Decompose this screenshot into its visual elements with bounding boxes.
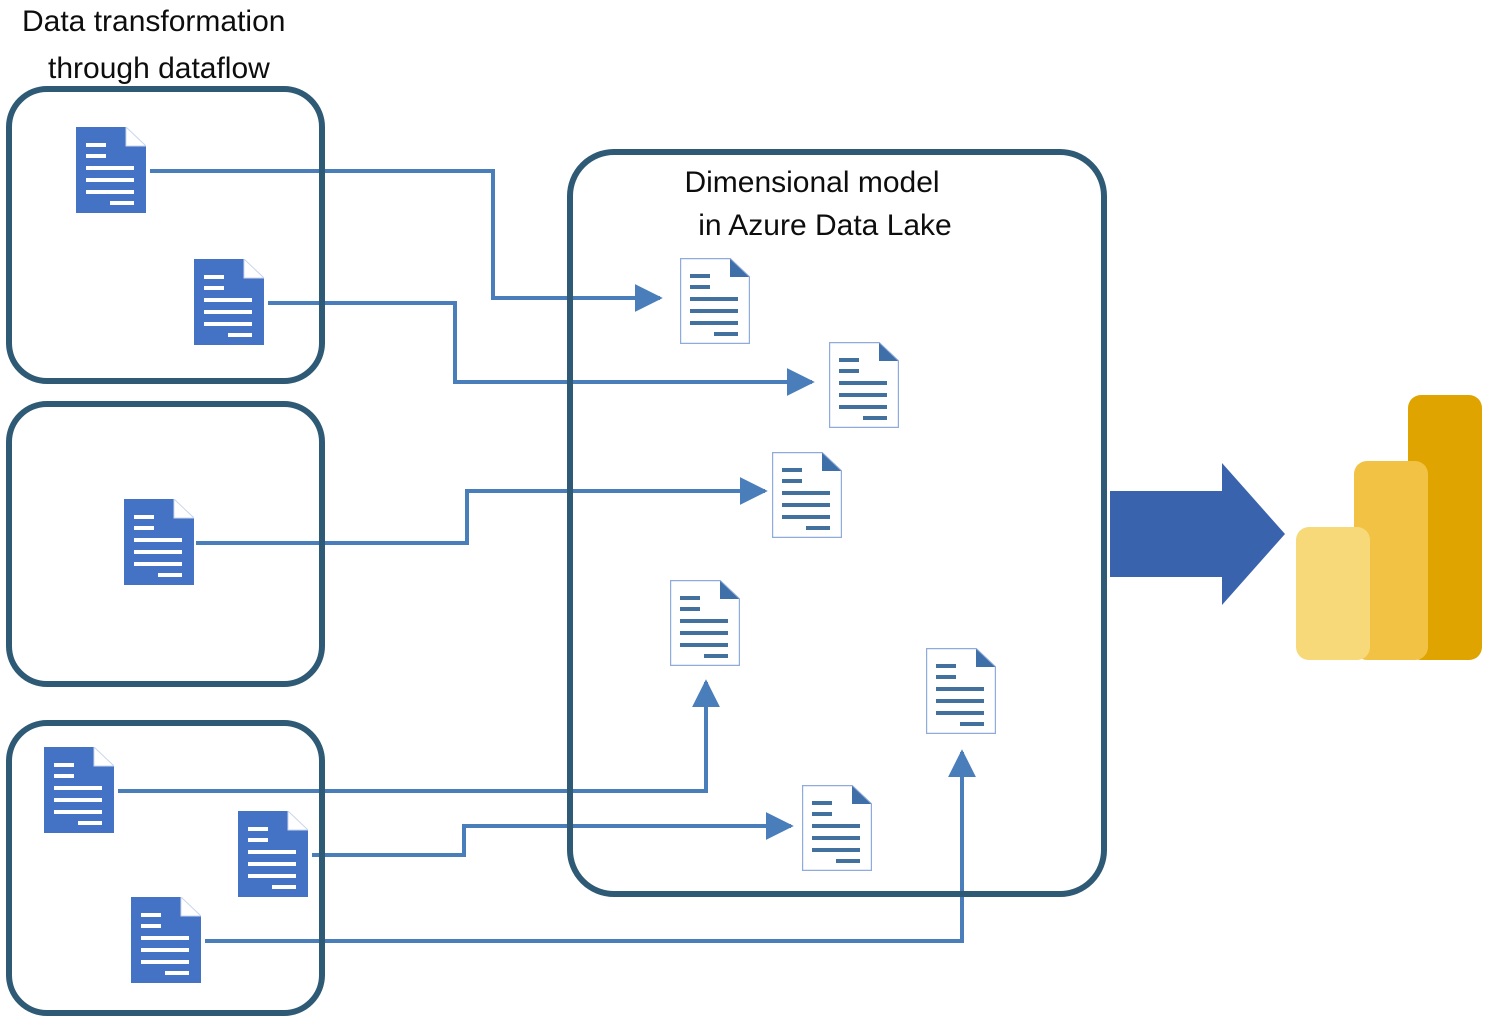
connector-src6-to-lake6: [205, 749, 976, 943]
lake-title-line1: Dimensional model: [684, 166, 939, 199]
lake-documents: [670, 258, 996, 871]
lake-document-2: [829, 342, 899, 428]
lake-document-4: [670, 580, 740, 666]
azure-data-lake-container: [567, 149, 1107, 897]
source-document-6: [131, 897, 201, 983]
source-document-1: [76, 127, 146, 213]
lake-document-3: [772, 452, 842, 538]
left-group-title-line1: Data transformation: [22, 5, 285, 38]
lake-document-5: [802, 785, 872, 871]
source-documents: [44, 127, 308, 983]
power-bi-logo: [1296, 395, 1482, 660]
connector-src3-to-lake3: [196, 477, 768, 545]
source-group-bottom-box: [6, 720, 325, 1016]
lake-document-6: [926, 648, 996, 734]
power-bi-bar-short: [1296, 527, 1370, 660]
source-document-5: [238, 811, 308, 897]
source-document-2: [194, 259, 264, 345]
source-group-middle-box: [6, 401, 325, 687]
flow-block-arrow: [1110, 463, 1285, 605]
connector-layer: [118, 169, 976, 943]
lake-document-1: [680, 258, 750, 344]
power-bi-bar-medium: [1354, 461, 1428, 660]
connector-src5-to-lake5: [312, 812, 794, 857]
left-group-title-line2: through dataflow: [48, 52, 270, 85]
diagram-titles: Data transformation through dataflow Dim…: [22, 5, 952, 242]
source-document-4: [44, 747, 114, 833]
source-document-3: [124, 499, 194, 585]
source-containers: [6, 86, 325, 1016]
source-group-top-box: [6, 86, 325, 384]
connector-src4-to-lake4: [118, 679, 720, 793]
connector-src2-to-lake2: [268, 301, 815, 396]
lake-title-line2: in Azure Data Lake: [698, 209, 952, 242]
